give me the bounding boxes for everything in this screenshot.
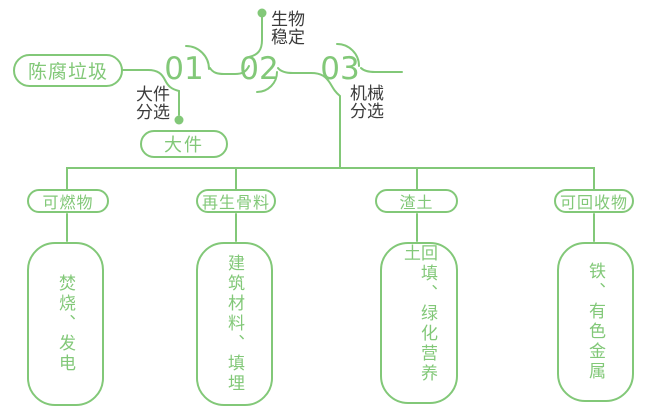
step2-number: 02 — [239, 51, 279, 87]
connector-step3-tail — [360, 67, 403, 73]
category-label: 再生骨料 — [201, 195, 270, 212]
arc-step1 — [185, 45, 210, 70]
category-pill-recyclables: 可回收物 — [554, 189, 634, 213]
step1-output-label: 大件 — [164, 135, 204, 155]
category-pill-slag-soil: 渣土 — [375, 189, 458, 213]
outcome-text: 焚烧、发电 — [56, 274, 75, 374]
source-label: 陈腐垃圾 — [27, 62, 108, 83]
arc-step3 — [336, 43, 360, 67]
connector-source-to-step1 — [122, 69, 180, 116]
node-dot-bio-stabilize — [257, 8, 267, 18]
step1-output-pill: 大件 — [140, 130, 228, 158]
step2-label: 生物稳定 — [271, 10, 305, 47]
outcome-text: 建筑材料、填埋 — [225, 254, 244, 394]
connector-step1-to-step2 — [209, 65, 250, 75]
connector-step2-to-step3-descender — [277, 67, 341, 169]
category-pill-recycled-aggregate: 再生骨料 — [196, 189, 276, 213]
step1-label: 大件分选 — [136, 85, 170, 122]
category-pill-combustibles: 可燃物 — [27, 189, 109, 213]
arc-step2 — [256, 71, 278, 93]
connector-step2-to-bio-label — [248, 14, 263, 58]
outcome-box-recyclables: 铁、有色金属 — [557, 242, 634, 402]
outcome-box-combustibles: 焚烧、发电 — [27, 242, 104, 406]
category-label: 可燃物 — [42, 195, 94, 212]
category-to-outcome-links — [66, 213, 595, 242]
branch-connector — [66, 167, 595, 191]
step3-number: 03 — [320, 51, 360, 87]
outcome-box-recycled-aggregate: 建筑材料、填埋 — [196, 242, 273, 406]
category-label: 可回收物 — [559, 195, 628, 212]
node-dot-step1-output — [174, 115, 184, 125]
outcome-box-slag-soil: 回填、绿化营养土 — [380, 242, 458, 404]
step1-number: 01 — [164, 51, 204, 87]
outcome-text: 回填、绿化营养土 — [401, 244, 437, 384]
source-pill: 陈腐垃圾 — [13, 54, 123, 87]
category-label: 渣土 — [399, 195, 434, 212]
step3-label: 机械分选 — [350, 84, 384, 121]
outcome-text: 铁、有色金属 — [586, 262, 605, 382]
